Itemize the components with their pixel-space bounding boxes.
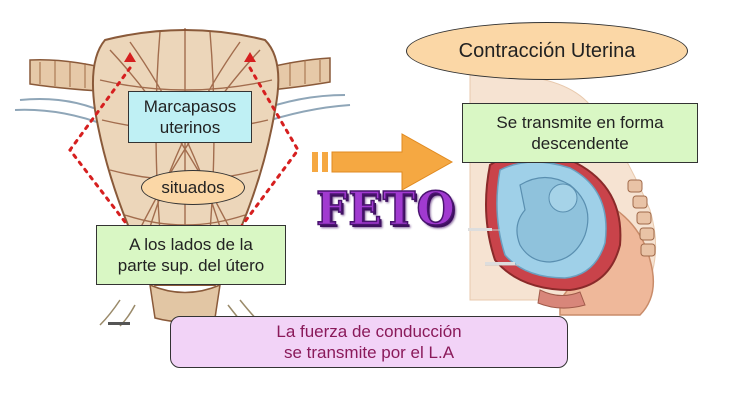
descending-transmission-label: Se transmite en forma descendente xyxy=(462,103,698,163)
left-pacemaker-arrowhead xyxy=(124,52,136,62)
feto-label: FETO xyxy=(315,182,456,237)
cervix xyxy=(149,283,221,323)
situados-label: situados xyxy=(141,170,245,205)
location-label: A los lados de la parte sup. del útero xyxy=(96,225,286,285)
amniotic-fluid-force-label: La fuerza de conducción se transmite por… xyxy=(170,316,568,368)
spine-vertebrae xyxy=(627,179,656,257)
contraccion-uterina-title: Contracción Uterina xyxy=(406,22,688,80)
right-pacemaker-arrowhead xyxy=(244,52,256,62)
pacemaker-dotted-path xyxy=(68,66,300,237)
descending-arrow xyxy=(312,133,454,191)
marcapasos-label: Marcapasos uterinos xyxy=(128,91,252,143)
